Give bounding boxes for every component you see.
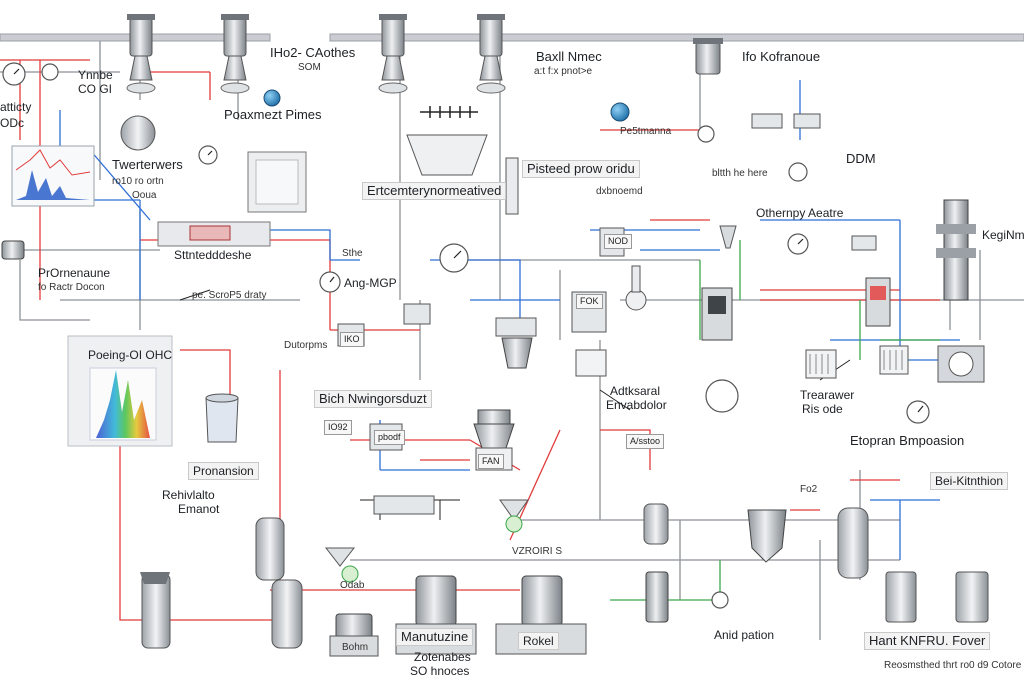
syringe [505,157,519,215]
top-valves [129,17,721,81]
label-ooua: Ooua [132,190,157,201]
tanks-lower-left [141,517,303,649]
label-rokel: Rokel [518,632,559,650]
left-pump [1,240,25,260]
flask [625,289,647,311]
label-othernpy-aeatre: Othernpy Aeatre [756,206,844,220]
sphere-vessel [120,115,156,151]
label-etopran-bmpoasion: Etopran Bmpoasion [850,433,965,448]
label-manutuzine: Manutuzine [396,628,474,646]
label-odab: Odab [340,580,365,591]
label-hant-knfru-fover: Hant KNFRU. Fover [864,632,991,650]
label-ro10: ro10 ro ortn [112,176,164,187]
filter-cages [575,345,909,379]
label-dutorpms: Dutorpms [284,340,328,351]
label-zotenabes: Zotenabes [414,650,471,664]
tag-iko: IKO [340,332,364,347]
label-so-hnoces: SO hnoces [410,664,470,678]
label-atticty: atticty [0,100,32,114]
label-ynnbe: Ynnbe [78,68,113,82]
label-poaxmezt-pimes: Poaxmezt Pimes [224,107,322,122]
tag-pbodf: pbodf [374,430,405,445]
label-sttntedddeshe: Sttntedddeshe [174,248,252,262]
label-pronansion: Pronansion [188,462,259,480]
label-fo2: Fo2 [800,484,818,495]
label-som: SOM [298,62,321,73]
label-adtksaral: Adtksaral [610,384,661,398]
label-bich-nwingorsduzt: Bich Nwingorsduzt [314,390,432,408]
label-ris-ode: Ris ode [802,402,843,416]
right-tanks [643,503,989,623]
label-iho2-caothes: IHo2- CAothes [270,45,356,60]
label-prornenaune: PrOrnenaune [38,266,111,280]
tag-fok: FOK [576,294,603,309]
label-co-gi: CO GI [78,82,113,96]
label-emanot: Emanot [178,502,220,516]
tag-asstoo: A/sstoo [626,434,665,449]
label-atfx-pnote: a:t f:x pnot>e [534,66,593,77]
label-pe5tmanna: Pe5tmanna [620,126,672,137]
label-vzroiri-s: VZROIRI S [512,546,563,557]
top-valve-caps [127,14,723,44]
label-reosmsthed: Reosmsthed thrt ro0 d9 Cotore [884,660,1022,671]
right-conical-vessel [747,509,787,563]
sensor-spheres [263,89,630,122]
beaker [205,397,239,443]
small-vessel [501,337,533,369]
funnel-small [719,225,737,249]
label-ertcemterynormeatived: Ertcemterynormeatived [362,182,507,200]
gauge-needles [13,68,924,413]
tag-fan: FAN [478,454,504,469]
spectrum-chart-peaks [16,170,90,200]
label-ddm: DDM [846,151,876,166]
label-dxbnoemd: dxbnoemd [596,186,643,197]
header-pipe-right [329,33,1024,42]
label-anid-pation: Anid pation [714,628,775,642]
label-odc: ODc [0,116,24,130]
label-bohm: Bohm [342,642,369,653]
right-control-cabinet [865,277,891,327]
valve-outlets [126,82,506,94]
label-baxll-nmec: Baxll Nmec [536,49,602,64]
impeller-bar [420,106,478,118]
label-twerterwers: Twerterwers [112,157,183,172]
hplc-peaks [96,370,150,438]
label-ifo-kofranoue: Ifo Kofranoue [742,49,821,64]
tag-io92: IO92 [324,420,352,435]
hopper [406,134,488,176]
label-scrop5: pe. ScroP5 draty [192,290,267,301]
label-ang-mgp: Ang-MGP [344,276,397,290]
label-poeing-oi-ohc: Poeing-OI OHC [88,348,173,362]
label-rehivlalto: Rehivlalto [162,488,215,502]
label-envabdolor: Envabdolor [606,398,667,412]
label-pisteed: Pisteed prow oridu [522,160,640,178]
tag-nod: NOD [604,234,632,249]
spectrum-chart-line [15,149,91,176]
label-keginmp: KegiNmp [982,228,1024,242]
valve-stands [324,499,529,567]
label-fo-ractr-docon: fo Ractr Docon [38,282,105,293]
label-bltth-he-here: bltth he here [712,168,768,179]
funnel-vessel [473,423,515,449]
label-bei-kitnthion: Bei-Kitnthion [930,472,1009,490]
label-trearawer: Trearawer [800,388,855,402]
label-sthe: Sthe [342,248,363,259]
